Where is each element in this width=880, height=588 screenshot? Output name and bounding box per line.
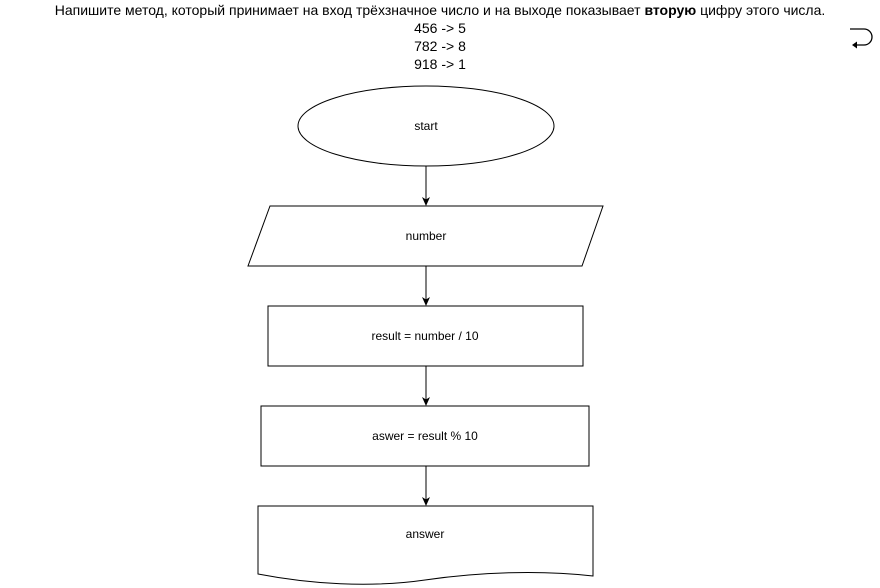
node-step1[interactable]: result = number / 10	[267, 305, 584, 367]
output-label: answer	[406, 527, 445, 541]
example-3: 918 -> 1	[414, 56, 466, 72]
input-parallelogram	[247, 205, 604, 267]
task-statement: Напишите метод, который принимает на вхо…	[0, 1, 880, 73]
node-start[interactable]: start	[297, 85, 555, 167]
output-document	[257, 505, 594, 585]
example-2: 782 -> 8	[414, 38, 466, 54]
task-text-after: цифру этого числа.	[696, 2, 826, 18]
example-1: 456 -> 5	[414, 20, 466, 36]
start-ellipse	[297, 85, 555, 167]
undo-arrow-icon[interactable]	[848, 27, 874, 51]
step2-rect	[260, 405, 590, 467]
node-output[interactable]: answer	[257, 505, 594, 585]
input-label: number	[406, 229, 447, 243]
node-step2[interactable]: aswer = result % 10	[260, 405, 590, 467]
task-text-before: Напишите метод, который принимает на вхо…	[54, 2, 645, 18]
task-text-bold: вторую	[644, 2, 697, 18]
task-description: Напишите метод, который принимает на вхо…	[0, 1, 880, 19]
step1-label: result = number / 10	[371, 329, 478, 343]
step1-rect	[267, 305, 584, 367]
step2-label: aswer = result % 10	[372, 429, 478, 443]
start-label: start	[414, 119, 438, 133]
node-input[interactable]: number	[247, 205, 604, 267]
